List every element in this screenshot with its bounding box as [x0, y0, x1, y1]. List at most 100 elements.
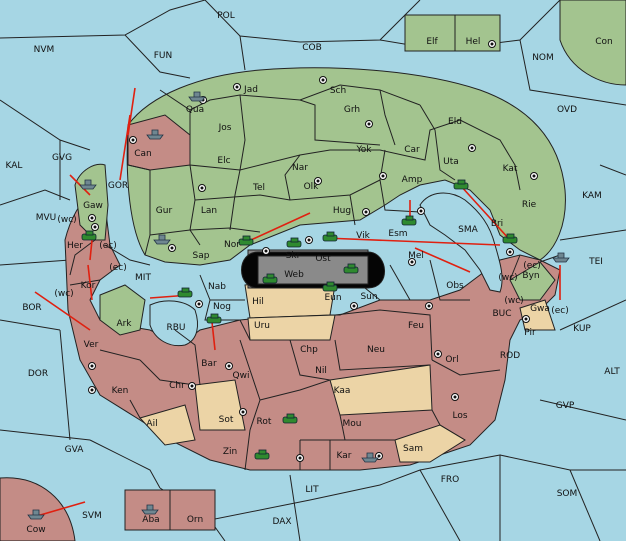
army-unit-icon[interactable] [322, 231, 338, 242]
label-ovd: OVD [557, 105, 577, 115]
fleet-unit-icon[interactable] [552, 252, 570, 263]
label-mvu: MVU [36, 213, 57, 223]
label-qwi: Qwi [233, 371, 250, 381]
label-nog: Nog [213, 302, 231, 312]
label-qua: Qua [186, 105, 204, 115]
label-vik: Vik [356, 231, 370, 241]
fleet-unit-icon[interactable] [153, 234, 171, 245]
fleet-unit-icon[interactable] [146, 129, 164, 140]
label-car: Car [404, 145, 420, 155]
army-unit-icon[interactable] [343, 263, 359, 274]
label-neu: Neu [367, 345, 385, 355]
army-unit-icon[interactable] [81, 230, 97, 241]
label-gor: GOR [108, 181, 128, 191]
label-uru: Uru [254, 321, 270, 331]
supply-center-dot [524, 317, 528, 321]
label-pir: Pir [524, 328, 536, 338]
label-ec4: (ec) [551, 306, 569, 316]
supply-center-dot [170, 246, 174, 250]
label-fro: FRO [441, 475, 460, 485]
supply-center-dot [241, 410, 245, 414]
label-bri: Bri [491, 219, 503, 229]
supply-center-dot [453, 395, 457, 399]
label-nil: Nil [315, 366, 327, 376]
army-unit-icon[interactable] [206, 313, 222, 324]
label-bor: BOR [22, 303, 41, 313]
label-rot: Rot [257, 417, 272, 427]
supply-center-dot [197, 302, 201, 306]
region-hel [454, 14, 501, 52]
label-eun: Eun [324, 293, 341, 303]
label-orl: Orl [445, 355, 458, 365]
label-sot: Sot [219, 415, 234, 425]
supply-center-dot [93, 225, 97, 229]
land-borders [69, 84, 561, 471]
fleet-unit-icon[interactable] [361, 452, 379, 463]
label-jos: Jos [218, 123, 232, 133]
label-zin: Zin [223, 447, 237, 457]
supply-center-dot [264, 249, 268, 253]
label-rie: Rie [522, 200, 537, 210]
label-ver: Ver [84, 340, 99, 350]
label-uta: Uta [443, 157, 459, 167]
army-unit-icon[interactable] [254, 449, 270, 460]
army-unit-icon[interactable] [238, 235, 254, 246]
label-kat: Kat [503, 164, 518, 174]
army-unit-icon[interactable] [286, 237, 302, 248]
army-unit-icon[interactable] [322, 281, 338, 292]
units [27, 91, 570, 520]
label-gwa: Gwa [530, 304, 550, 314]
label-nab: Nab [208, 282, 226, 292]
label-sma: SMA [458, 225, 478, 235]
label-los: Los [452, 411, 467, 421]
label-wc2: (wc) [54, 289, 73, 299]
label-elc: Elc [217, 156, 230, 166]
label-lit: LIT [305, 485, 319, 495]
label-ec3: (ec) [523, 261, 541, 271]
supply-center-dot [90, 364, 94, 368]
label-hug: Hug [333, 206, 351, 216]
supply-center-dot [364, 210, 368, 214]
label-ec1: (ec) [99, 241, 117, 251]
army-unit-icon[interactable] [401, 215, 417, 226]
supply-center-dot [307, 238, 311, 242]
supply-center-dot [235, 85, 239, 89]
label-feu: Feu [408, 321, 424, 331]
fleet-unit-icon[interactable] [141, 504, 159, 515]
label-amp: Amp [402, 175, 423, 185]
label-mel: Mel [408, 251, 424, 261]
army-unit-icon[interactable] [262, 273, 278, 284]
label-esm: Esm [388, 229, 407, 239]
label-grh: Grh [344, 105, 360, 115]
label-eld: Eld [448, 117, 462, 127]
fleet-unit-icon[interactable] [27, 509, 45, 520]
supply-center-dot [508, 250, 512, 254]
land-regions [64, 67, 566, 471]
supply-center-dot [470, 146, 474, 150]
label-nor: Nor [224, 240, 240, 250]
supply-center-dot [419, 209, 423, 213]
supply-center-dot [190, 384, 194, 388]
inner-sea-rbu [149, 300, 198, 347]
label-kal: KAL [6, 161, 23, 171]
label-kup: KUP [573, 324, 591, 334]
supply-centers [88, 40, 538, 462]
fleet-unit-icon[interactable] [188, 91, 206, 102]
label-cow: Cow [26, 525, 45, 535]
label-ark: Ark [116, 319, 132, 329]
label-gaw: Gaw [83, 201, 103, 211]
label-wc1: (wc) [57, 215, 76, 225]
label-gvg: GVG [52, 153, 72, 163]
label-ost: Ost [315, 254, 331, 264]
army-unit-icon[interactable] [502, 233, 518, 244]
army-unit-icon[interactable] [177, 287, 193, 298]
supply-center-dot [131, 138, 135, 142]
label-nar: Nar [292, 163, 308, 173]
label-pol: POL [217, 11, 235, 21]
label-som: SOM [557, 489, 578, 499]
fleet-unit-icon[interactable] [79, 179, 97, 190]
label-web: Web [284, 270, 304, 280]
army-unit-icon[interactable] [453, 179, 469, 190]
army-unit-icon[interactable] [282, 413, 298, 424]
